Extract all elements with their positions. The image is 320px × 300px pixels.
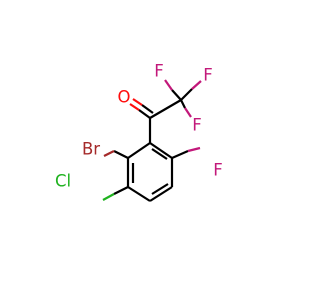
bond-carbonyl-a bbox=[138, 109, 151, 119]
bond-group bbox=[102, 79, 202, 202]
bond-ring-4-5 bbox=[149, 186, 173, 202]
bond-ring-br-br bbox=[103, 150, 115, 157]
atom-fluorine-top-right-label: F bbox=[203, 66, 213, 85]
bond-cf3-f3 bbox=[180, 99, 186, 109]
atom-label-group: O F F F Br F Cl bbox=[55, 62, 223, 191]
bond-ring-br bbox=[113, 150, 129, 159]
bond-carbonyl-a-o bbox=[129, 103, 140, 111]
atom-fluorine-top-left-label: F bbox=[154, 62, 164, 81]
bond-c1-c2 bbox=[149, 99, 182, 119]
bond-ring-1-2 bbox=[127, 142, 151, 159]
bond-cf3-f2-f bbox=[191, 80, 202, 90]
atom-fluorine-ring-label: F bbox=[213, 161, 223, 180]
bond-cf3-f3-f bbox=[184, 107, 192, 118]
bond-ring-inner-top-right bbox=[151, 148, 168, 160]
bond-ring-f bbox=[171, 149, 189, 160]
atom-bromine-label: Br bbox=[82, 140, 100, 159]
bond-ring-f-f bbox=[187, 146, 201, 153]
atom-oxygen-label: O bbox=[118, 88, 131, 107]
bond-cf3-f1 bbox=[171, 89, 182, 101]
bond-ring-inner-bottom-right bbox=[151, 183, 169, 195]
bond-ring-cl bbox=[113, 186, 129, 195]
bond-carbonyl-b bbox=[141, 104, 154, 114]
bond-cf3-f2 bbox=[180, 88, 193, 101]
bond-ring-cl-cl bbox=[102, 193, 115, 201]
molecule-structure: O F F F Br F Cl bbox=[55, 62, 223, 202]
bond-carbonyl-b-o bbox=[132, 98, 143, 106]
bond-ring-3-4 bbox=[127, 186, 151, 202]
atom-chlorine-label: Cl bbox=[55, 172, 71, 191]
bond-cf3-f1-f bbox=[164, 79, 173, 91]
bond-ring-6-1 bbox=[149, 142, 173, 159]
atom-fluorine-right-label: F bbox=[192, 116, 202, 135]
